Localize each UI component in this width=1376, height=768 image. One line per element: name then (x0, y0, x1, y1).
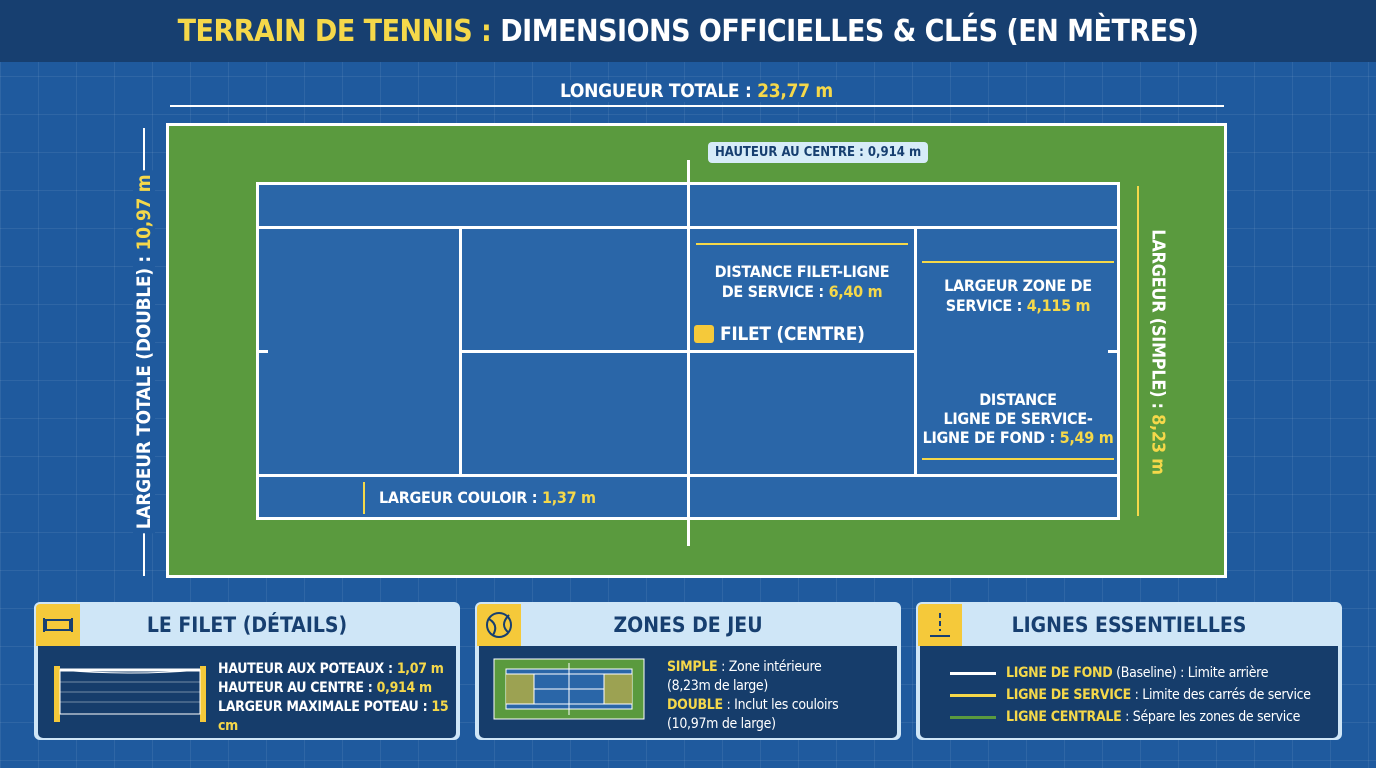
service-zone-width-arrow (922, 261, 1114, 263)
legend-center-line: LIGNE CENTRALE : Sépare les zones de ser… (950, 706, 1311, 728)
total-length-arrow (170, 105, 1224, 107)
mini-court-illustration (493, 658, 645, 720)
singles-width-label: LARGEUR (SIMPLE) : 8,23 m (1147, 225, 1169, 479)
total-width-label: LARGEUR TOTALE (DOUBLE) : 10,97 m (133, 170, 155, 534)
page-title: TERRAIN DE TENNIS : DIMENSIONS OFFICIELL… (0, 0, 1376, 62)
alley-width-arrow (363, 482, 365, 514)
total-length-label: LONGUEUR TOTALE : 23,77 m (556, 80, 837, 102)
net-line (687, 160, 690, 546)
alley-width-label: LARGEUR COULOIR : 1,37 m (379, 488, 596, 507)
center-mark-right (1108, 350, 1118, 353)
service-baseline-arrow (922, 458, 1114, 460)
essential-lines-panel: LIGNES ESSENTIELLES LIGNE DE FOND (Basel… (916, 602, 1342, 740)
net-height-tooltip: HAUTEUR AU CENTRE : 0,914 m (708, 142, 929, 163)
lines-icon (918, 604, 962, 646)
net-illustration (54, 666, 206, 722)
legend-service-line: LIGNE DE SERVICE : Limite des carrés de … (950, 684, 1311, 706)
net-details-panel: LE FILET (DÉTAILS) HAUTEUR AUX POTEAUX :… (34, 602, 460, 740)
net-icon (694, 325, 714, 343)
net-service-arrow (696, 243, 908, 245)
singles-width-arrow (1137, 186, 1139, 516)
center-mark-left (258, 350, 268, 353)
tennis-ball-icon (477, 604, 521, 646)
legend-baseline: LIGNE DE FOND (Baseline) : Limite arrièr… (950, 662, 1311, 684)
net-label: FILET (CENTRE) (694, 323, 865, 345)
play-zones-panel: ZONES DE JEU SIMPLE : Zone intérieure(8,… (475, 602, 901, 740)
net-icon (36, 604, 80, 646)
